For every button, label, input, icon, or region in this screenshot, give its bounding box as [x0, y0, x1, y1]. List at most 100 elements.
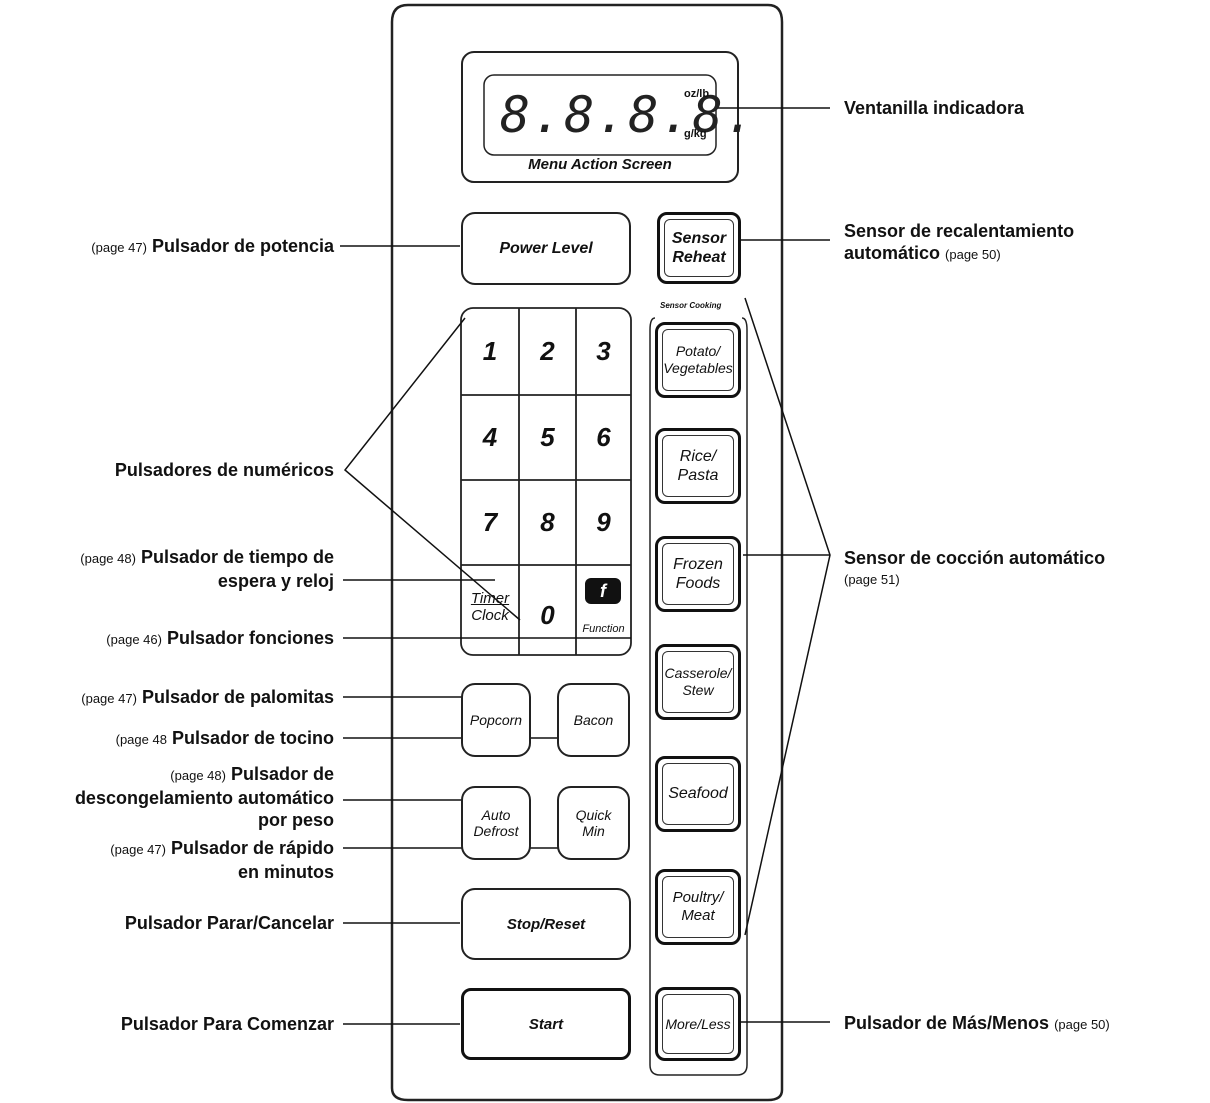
display-digits: 8.8.8.8. [500, 86, 757, 144]
label-mas-menos: Pulsador de Más/Menos (page 50) [844, 1012, 1110, 1036]
sensor-reheat-button[interactable]: Sensor Reheat [657, 212, 741, 284]
clock-label: Clock [471, 607, 509, 624]
key-3[interactable]: 3 [596, 336, 611, 366]
label-coccion-page: (page 51) [844, 572, 900, 587]
label-tiempo-page: (page 48) [80, 551, 136, 566]
key-0[interactable]: 0 [540, 599, 555, 630]
rice-label-2: Pasta [677, 467, 719, 484]
leader-lines [340, 107, 831, 1025]
potato-vegetables-button[interactable]: Potato/ Vegetables [655, 322, 741, 398]
power-level-button[interactable]: Power Level [461, 212, 631, 285]
bacon-button[interactable]: Bacon [557, 683, 630, 757]
potato-label-2: Vegetables [663, 360, 733, 376]
label-rapido: (page 47) Pulsador de rápido en minutos [110, 837, 334, 883]
label-descongelamiento: (page 48) Pulsador de descongelamiento a… [75, 763, 334, 831]
key-5[interactable]: 5 [540, 422, 555, 452]
auto-defrost-label-2: Defrost [473, 823, 519, 839]
more-less-label: More/Less [665, 1016, 731, 1032]
potato-label-1: Potato/ [675, 343, 721, 359]
poultry-label-2: Meat [681, 907, 715, 924]
label-palomitas: (page 47) Pulsador de palomitas [81, 686, 334, 710]
popcorn-button[interactable]: Popcorn [461, 683, 531, 757]
function-label: Function [582, 623, 625, 635]
rice-pasta-button[interactable]: Rice/ Pasta [655, 428, 741, 504]
label-tocino-text: Pulsador de tocino [171, 728, 334, 748]
seafood-button[interactable]: Seafood [655, 756, 741, 832]
key-8[interactable]: 8 [540, 507, 555, 537]
label-potencia-page: (page 47) [91, 240, 147, 255]
label-funciones-text: Pulsador fonciones [166, 628, 334, 648]
frozen-label-2: Foods [675, 575, 721, 592]
power-level-label: Power Level [499, 239, 593, 257]
label-potencia: (page 47) Pulsador de potencia [91, 235, 334, 259]
label-descong-page: (page 48) [170, 768, 226, 783]
label-rapido-page: (page 47) [110, 842, 166, 857]
label-tocino-page: (page 48 [115, 732, 167, 747]
start-label: Start [528, 1015, 564, 1033]
function-key[interactable]: f Function [576, 565, 631, 655]
panel-outline [390, 3, 784, 1102]
start-button[interactable]: Start [461, 988, 631, 1060]
label-rapido-2: en minutos [237, 862, 334, 882]
keypad-grid [460, 307, 632, 656]
label-recalent-2: automático [844, 243, 941, 263]
frozen-foods-button[interactable]: Frozen Foods [655, 536, 741, 612]
label-coccion: Sensor de cocción automático (page 51) [844, 547, 1105, 591]
label-palomitas-page: (page 47) [81, 691, 137, 706]
label-funciones: (page 46) Pulsador fonciones [106, 627, 334, 651]
timer-label: Timer [470, 590, 510, 607]
quick-min-button[interactable]: Quick Min [557, 786, 630, 860]
timer-clock-key[interactable]: Timer Clock [461, 590, 519, 624]
label-mas-menos-page: (page 50) [1054, 1017, 1110, 1032]
label-recalentamiento: Sensor de recalentamiento automático (pa… [844, 220, 1074, 266]
key-9[interactable]: 9 [596, 507, 611, 537]
label-tiempo-2: espera y reloj [217, 571, 334, 591]
rice-label-1: Rice/ [679, 448, 717, 465]
label-potencia-text: Pulsador de potencia [151, 236, 334, 256]
label-coccion-text: Sensor de cocción automático [844, 548, 1106, 568]
casserole-label-2: Stew [682, 682, 714, 698]
label-descong-2: descongelamiento automático [74, 788, 334, 808]
quick-min-label-1: Quick [575, 807, 612, 823]
label-mas-menos-text: Pulsador de Más/Menos [844, 1013, 1050, 1033]
stop-reset-label: Stop/Reset [506, 915, 586, 933]
label-numericos: Pulsadores de numéricos [114, 460, 334, 480]
sensor-cooking-label: Sensor Cooking [660, 301, 722, 310]
seafood-label: Seafood [668, 785, 728, 802]
quick-min-label-2: Min [582, 823, 605, 839]
more-less-button[interactable]: More/Less [655, 987, 741, 1061]
label-ventanilla: Ventanilla indicadora [844, 98, 1025, 118]
sensor-reheat-label-1: Sensor [671, 230, 727, 247]
unit-g-kg: g/kg [684, 128, 707, 140]
label-recalent-1: Sensor de recalentamiento [844, 221, 1075, 241]
stop-reset-button[interactable]: Stop/Reset [461, 888, 631, 960]
sensor-cooking-bracket [649, 317, 748, 1076]
key-4[interactable]: 4 [482, 422, 498, 452]
key-2[interactable]: 2 [540, 336, 555, 366]
poultry-meat-button[interactable]: Poultry/ Meat [655, 869, 741, 945]
label-parar: Pulsador Parar/Cancelar [124, 913, 334, 933]
auto-defrost-label-1: Auto [481, 807, 511, 823]
label-tocino: (page 48 Pulsador de tocino [116, 727, 334, 751]
unit-oz-lb: oz/lb [684, 88, 710, 100]
key-7[interactable]: 7 [482, 507, 498, 537]
display-window-outline [461, 51, 739, 183]
key-6[interactable]: 6 [596, 422, 611, 452]
label-palomitas-text: Pulsador de palomitas [141, 687, 334, 707]
bacon-label: Bacon [573, 712, 614, 728]
casserole-label-1: Casserole/ [664, 665, 732, 681]
sensor-reheat-label-2: Reheat [672, 249, 726, 266]
menu-action-screen-label: Menu Action Screen [528, 156, 672, 173]
key-1[interactable]: 1 [482, 336, 498, 366]
label-tiempo-1: Pulsador de tiempo de [140, 547, 334, 567]
label-funciones-page: (page 46) [106, 632, 162, 647]
popcorn-label: Popcorn [469, 712, 523, 728]
casserole-stew-button[interactable]: Casserole/ Stew [655, 644, 741, 720]
frozen-label-1: Frozen [673, 556, 723, 573]
auto-defrost-button[interactable]: Auto Defrost [461, 786, 531, 860]
label-comenzar: Pulsador Para Comenzar [120, 1014, 334, 1034]
poultry-label-1: Poultry/ [672, 889, 724, 906]
function-icon: f [585, 578, 621, 604]
label-descong-3: por peso [257, 810, 334, 830]
